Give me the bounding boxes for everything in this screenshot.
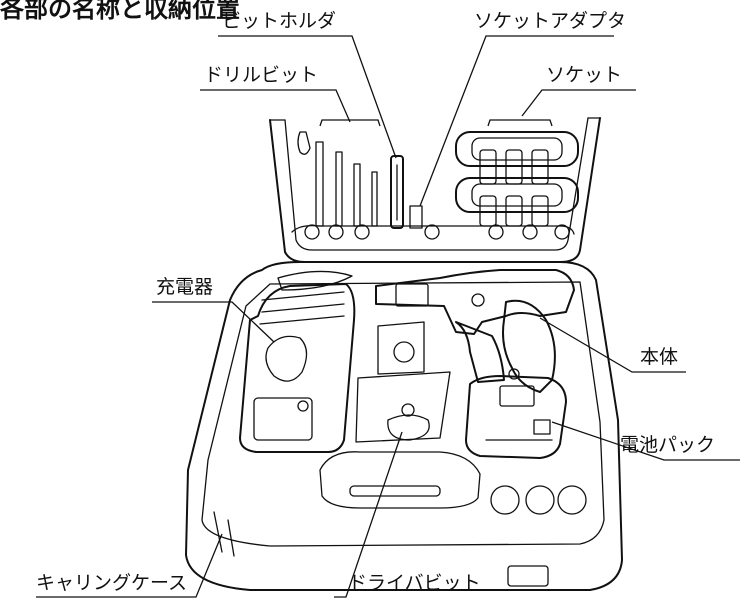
case-base [185, 261, 623, 591]
label-driver-bit: ドライバビット [348, 572, 481, 594]
case-lid [269, 117, 601, 263]
label-drill-bit: ドリルビット [204, 64, 319, 86]
label-bit-holder: ビットホルダ [222, 10, 337, 32]
label-socket: ソケット [546, 64, 623, 86]
bit-holder [390, 155, 440, 240]
label-carrying-case: キャリングケース [36, 572, 188, 594]
label-battery-pack: 電池パック [620, 434, 716, 456]
leader-lines [36, 35, 740, 598]
drill-bit-set [297, 131, 378, 240]
page-title: 各部の名称と収納位置 [0, 0, 240, 23]
driver-bit-holder [355, 321, 451, 443]
battery-pack [465, 375, 567, 459]
drill-body [375, 269, 575, 393]
label-body: 本体 [640, 346, 679, 368]
charger [239, 270, 356, 453]
label-charger: 充電器 [156, 276, 214, 298]
label-socket-adapter: ソケットアダプタ [474, 10, 627, 32]
socket-set [455, 131, 579, 240]
